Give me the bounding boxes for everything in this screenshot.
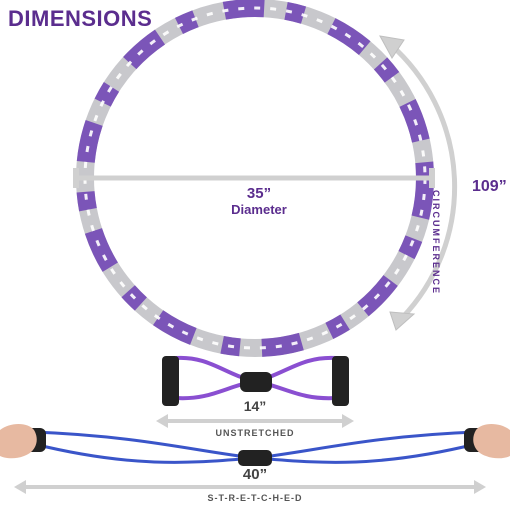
stretched-caption: S-T-R-E-T-C-H-E-D <box>207 493 303 503</box>
circumference-caption: CIRCUMFERENCE <box>431 190 441 296</box>
unstretched-value: 14” <box>243 398 267 414</box>
stretched-value: 40” <box>242 466 268 483</box>
unstretched-arrow <box>156 414 354 428</box>
diameter-caption: Diameter <box>231 202 287 217</box>
circumference-arrow <box>379 35 458 331</box>
center-grip <box>240 372 272 392</box>
right-grip <box>332 356 349 406</box>
center-grip-stretched <box>238 450 272 466</box>
unstretched-caption: UNSTRETCHED <box>215 428 295 438</box>
left-grip <box>162 356 179 406</box>
left-hand <box>0 424 37 459</box>
resistance-band-unstretched <box>162 355 349 406</box>
stretched-arrow <box>14 480 486 494</box>
diameter-value: 35” <box>246 185 272 202</box>
diameter-line <box>73 168 435 188</box>
circumference-value: 109” <box>472 178 507 195</box>
title: DIMENSIONS <box>8 6 153 31</box>
right-hand <box>473 424 510 459</box>
